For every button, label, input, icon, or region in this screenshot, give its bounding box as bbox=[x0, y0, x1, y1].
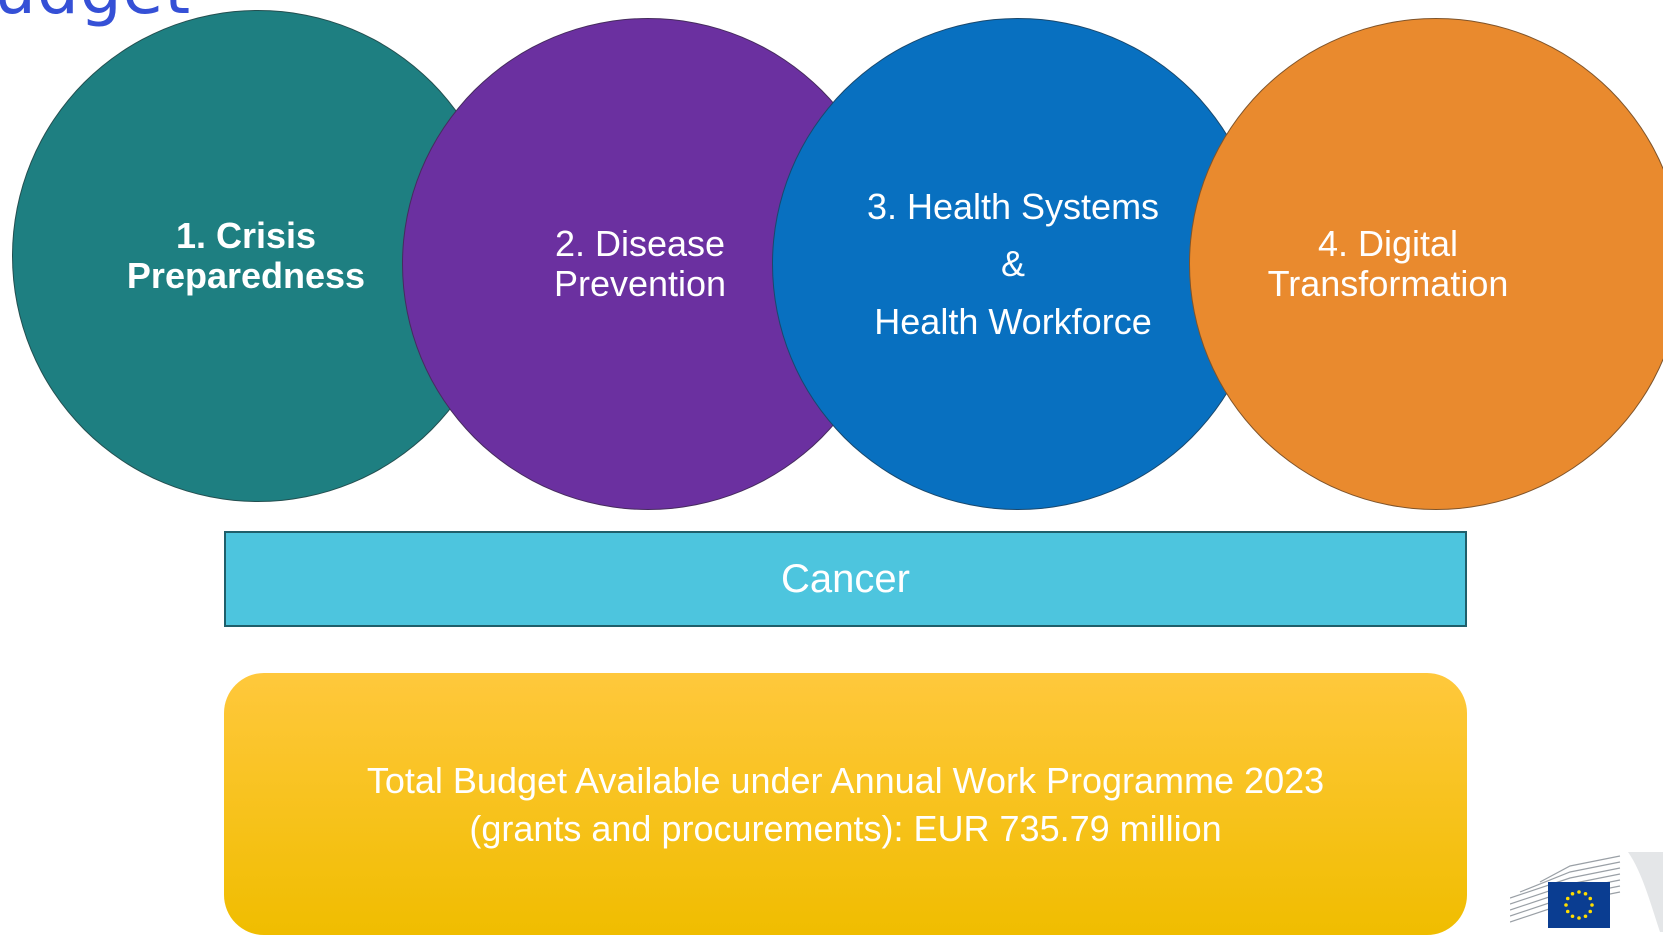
eu-star bbox=[1583, 891, 1588, 896]
circle-label-health-systems: 3. Health Systems&Health Workforce bbox=[866, 185, 1160, 342]
eu-star bbox=[1570, 914, 1575, 919]
eu-stars bbox=[1564, 890, 1594, 920]
eu-star bbox=[1583, 914, 1588, 919]
eu-star bbox=[1565, 909, 1570, 914]
cancer-bar: Cancer bbox=[224, 531, 1467, 627]
circle-health-systems: 3. Health Systems&Health Workforce bbox=[772, 18, 1264, 510]
european-commission-logo-icon bbox=[1509, 852, 1663, 932]
eu-star bbox=[1577, 916, 1581, 920]
budget-box: Total Budget Available under Annual Work… bbox=[224, 673, 1467, 935]
eu-flag bbox=[1548, 882, 1610, 928]
page-title: udget bbox=[0, 0, 191, 24]
eu-star bbox=[1570, 891, 1575, 896]
eu-star bbox=[1588, 896, 1593, 901]
eu-star bbox=[1565, 896, 1570, 901]
eu-star bbox=[1590, 903, 1594, 907]
budget-text: Total Budget Available under Annual Work… bbox=[366, 760, 1325, 849]
eu-star bbox=[1564, 903, 1568, 907]
eu-star bbox=[1588, 909, 1593, 914]
eu-star bbox=[1577, 890, 1581, 894]
cancer-label: Cancer bbox=[781, 556, 910, 601]
